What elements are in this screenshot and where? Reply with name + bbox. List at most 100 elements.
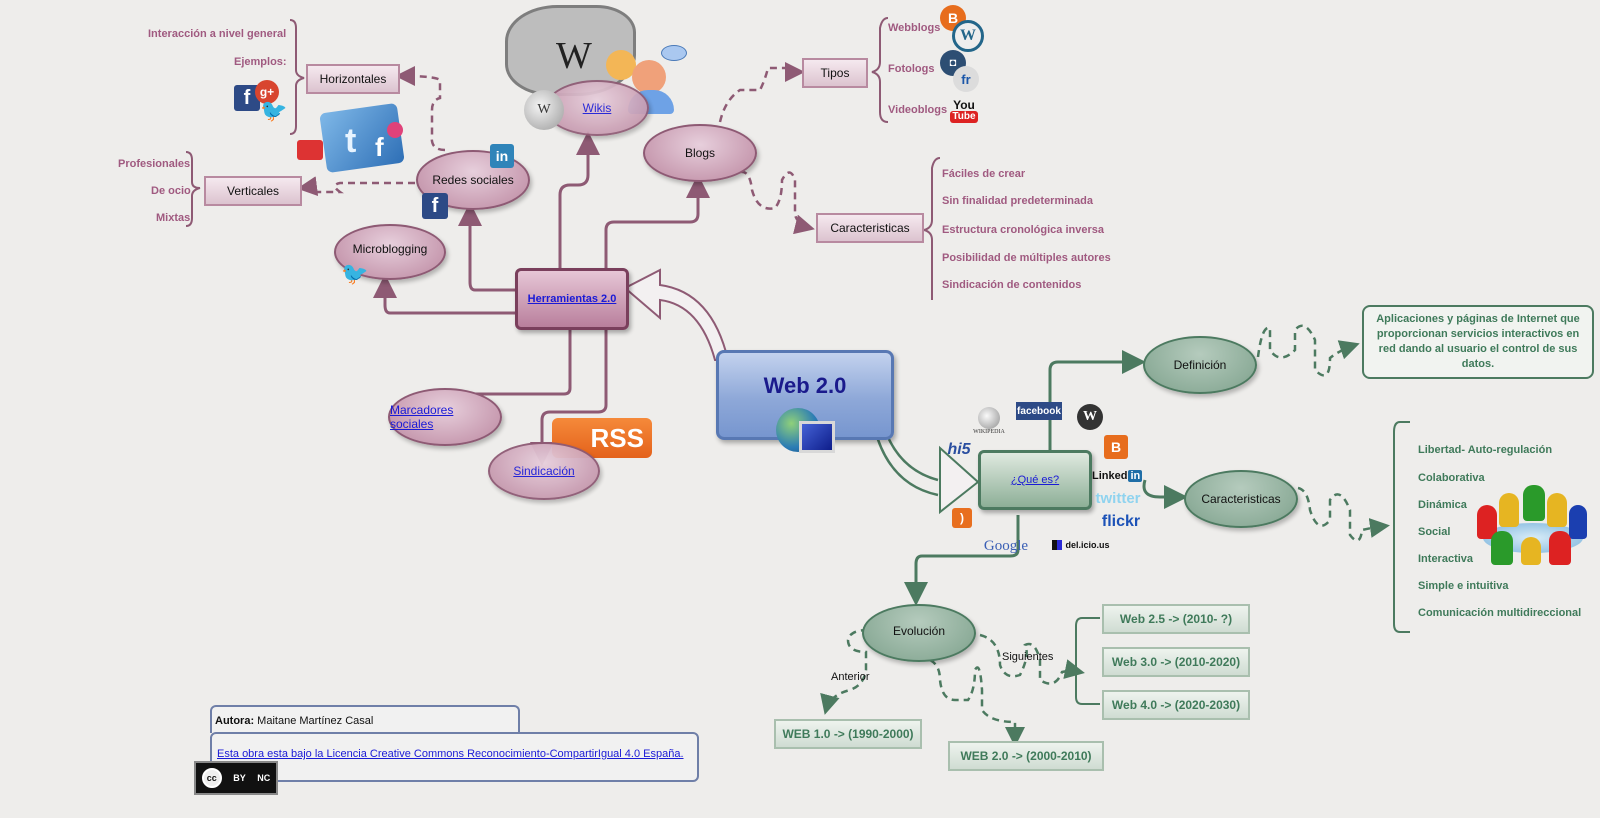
web2-box: WEB 2.0 -> (2000-2010) bbox=[948, 741, 1104, 771]
sindicacion-node[interactable]: Sindicación bbox=[488, 442, 600, 500]
dashed-blogs-to-tipos bbox=[718, 61, 805, 123]
monitor-icon bbox=[799, 421, 835, 453]
blog-caract-item: Sin finalidad predeterminada bbox=[942, 195, 1093, 207]
evolucion-node[interactable]: Evolución bbox=[862, 604, 976, 662]
nc-icon: NC bbox=[257, 773, 271, 783]
tipos-node[interactable]: Tipos bbox=[802, 58, 868, 88]
verticales-item: De ocio bbox=[151, 185, 191, 197]
web-caracteristicas-node[interactable]: Caracteristicas bbox=[1184, 470, 1298, 528]
dashed-evol-to-web2 bbox=[929, 658, 1025, 747]
dashed-caract-to-list bbox=[1297, 486, 1390, 542]
web4-label: Web 4.0 -> (2020-2030) bbox=[1111, 698, 1241, 712]
author-name: Maitane Martínez Casal bbox=[257, 715, 374, 727]
facebook-icon: f bbox=[422, 193, 448, 219]
big-arrow-web-to-herr bbox=[623, 268, 730, 361]
evolucion-label: Evolución bbox=[892, 624, 946, 638]
wire-herr-to-wikis bbox=[558, 131, 600, 268]
flickr-wordmark: flickr bbox=[1101, 513, 1141, 530]
web3-label: Web 3.0 -> (2010-2020) bbox=[1111, 655, 1241, 669]
herramientas-node[interactable]: Herramientas 2.0 bbox=[515, 268, 629, 330]
web25-box: Web 2.5 -> (2010- ?) bbox=[1102, 604, 1250, 634]
wire-herr-to-redes bbox=[458, 202, 515, 292]
youtube-icon: You Tube bbox=[950, 98, 978, 123]
cc-icon: cc bbox=[201, 768, 222, 788]
brace-siguientes bbox=[1075, 617, 1100, 705]
definicion-text-box: Aplicaciones y páginas de Internet que p… bbox=[1362, 305, 1594, 379]
twitter-icon: 🐦 bbox=[260, 98, 288, 123]
wikipedia-globe-icon: W bbox=[524, 90, 564, 130]
web-caract-item: Social bbox=[1418, 526, 1451, 538]
dashed-def-to-text bbox=[1256, 324, 1360, 377]
horizontales-node[interactable]: Horizontales bbox=[306, 64, 400, 94]
tipo-videoblogs: Videoblogs bbox=[888, 104, 948, 116]
blogs-label: Blogs bbox=[684, 146, 716, 160]
rss-small-icon: ) bbox=[952, 508, 972, 528]
web-caract-item: Comunicación multidireccional bbox=[1418, 607, 1582, 619]
tipo-webblogs: Webblogs bbox=[888, 22, 941, 34]
dashed-evol-to-web1 bbox=[820, 628, 869, 715]
tipos-label: Tipos bbox=[820, 66, 850, 80]
verticales-item: Profesionales bbox=[118, 158, 191, 170]
wordpress-icon: W bbox=[952, 20, 984, 52]
author-label: Autora: bbox=[215, 715, 255, 727]
wikis-link[interactable]: Wikis bbox=[582, 101, 612, 115]
siguientes-label: Siguientes bbox=[1002, 651, 1054, 663]
horizontales-item: Ejemplos: bbox=[234, 56, 287, 68]
verticales-node[interactable]: Verticales bbox=[204, 176, 302, 206]
blog-caracteristicas-node[interactable]: Caracteristicas bbox=[816, 213, 924, 243]
web-caract-item: Libertad- Auto-regulación bbox=[1418, 444, 1553, 456]
web-caracteristicas-label: Caracteristicas bbox=[1201, 492, 1281, 506]
brace-tipos bbox=[871, 17, 889, 123]
web-caract-item: Dinámica bbox=[1418, 499, 1467, 511]
community-people-icon bbox=[1475, 485, 1590, 565]
marcadores-link[interactable]: Marcadores sociales bbox=[390, 403, 454, 431]
web-caract-item: Interactiva bbox=[1418, 553, 1474, 565]
web1-box: WEB 1.0 -> (1990-2000) bbox=[774, 719, 922, 749]
herramientas-link[interactable]: Herramientas 2.0 bbox=[527, 293, 617, 305]
blogger-logo-icon: B bbox=[1104, 435, 1128, 459]
horizontales-label: Horizontales bbox=[319, 72, 387, 86]
blogs-node[interactable]: Blogs bbox=[643, 124, 757, 182]
delicious-wordmark: del.icio.us bbox=[1065, 540, 1110, 550]
definicion-text: Aplicaciones y páginas de Internet que p… bbox=[1376, 313, 1580, 370]
quees-node[interactable]: ¿Qué es? bbox=[978, 450, 1092, 510]
web4-box: Web 4.0 -> (2020-2030) bbox=[1102, 690, 1250, 720]
web-caract-item: Simple e intuitiva bbox=[1418, 580, 1509, 592]
google-plus-icon: g+ bbox=[255, 80, 279, 104]
blog-caract-item: Posibilidad de múltiples autores bbox=[942, 252, 1111, 264]
by-icon: BY bbox=[233, 773, 246, 783]
quees-link[interactable]: ¿Qué es? bbox=[1010, 474, 1060, 486]
definicion-label: Definición bbox=[1173, 358, 1227, 372]
wire-web-to-quees-1 bbox=[883, 429, 939, 482]
blog-caract-item: Estructura cronológica inversa bbox=[942, 224, 1104, 236]
license-box: Esta obra esta bajo la Licencia Creative… bbox=[210, 732, 699, 782]
tipo-fotologs: Fotologs bbox=[888, 63, 935, 75]
linkedin-wordmark: Linked bbox=[1092, 470, 1128, 482]
center-node[interactable]: Web 2.0 bbox=[716, 350, 894, 453]
rss-badge-icon: RSS bbox=[552, 418, 652, 458]
cc-by-nc-badge[interactable]: cc BY NC bbox=[194, 761, 278, 795]
wikipedia-wordmark: WIKIPEDIA bbox=[973, 429, 1005, 435]
license-link[interactable]: Esta obra esta bajo la Licencia Creative… bbox=[217, 748, 684, 760]
flickr-icon: fr bbox=[953, 66, 979, 92]
hi5-wordmark: hi5 bbox=[947, 441, 971, 458]
linkedin-icon: in bbox=[490, 144, 514, 168]
blog-caracteristicas-label: Caracteristicas bbox=[830, 221, 910, 235]
sindicacion-link[interactable]: Sindicación bbox=[513, 464, 575, 478]
delicious-logo-icon: del.icio.us bbox=[1048, 536, 1114, 554]
definicion-node[interactable]: Definición bbox=[1143, 336, 1257, 394]
microblogging-node[interactable]: Microblogging bbox=[334, 224, 446, 280]
dashed-redes-to-verticales bbox=[297, 176, 415, 197]
verticales-item: Mixtas bbox=[156, 212, 191, 224]
marcadores-node[interactable]: Marcadores sociales bbox=[388, 388, 502, 446]
web3-box: Web 3.0 -> (2010-2020) bbox=[1102, 647, 1250, 677]
wire-herr-to-blogs bbox=[604, 174, 710, 268]
brace-blog-caract bbox=[923, 157, 941, 300]
redes-sociales-label: Redes sociales bbox=[432, 173, 514, 187]
brace-web-caract bbox=[1393, 421, 1410, 633]
facebook-wordmark: facebook bbox=[1017, 405, 1061, 417]
social-media-collage-icon: t f bbox=[295, 100, 410, 180]
horizontales-item: Interacción a nivel general bbox=[148, 28, 287, 40]
web2-label: WEB 2.0 -> (2000-2010) bbox=[960, 749, 1092, 763]
wordpress-logo-icon: W bbox=[1077, 404, 1103, 430]
